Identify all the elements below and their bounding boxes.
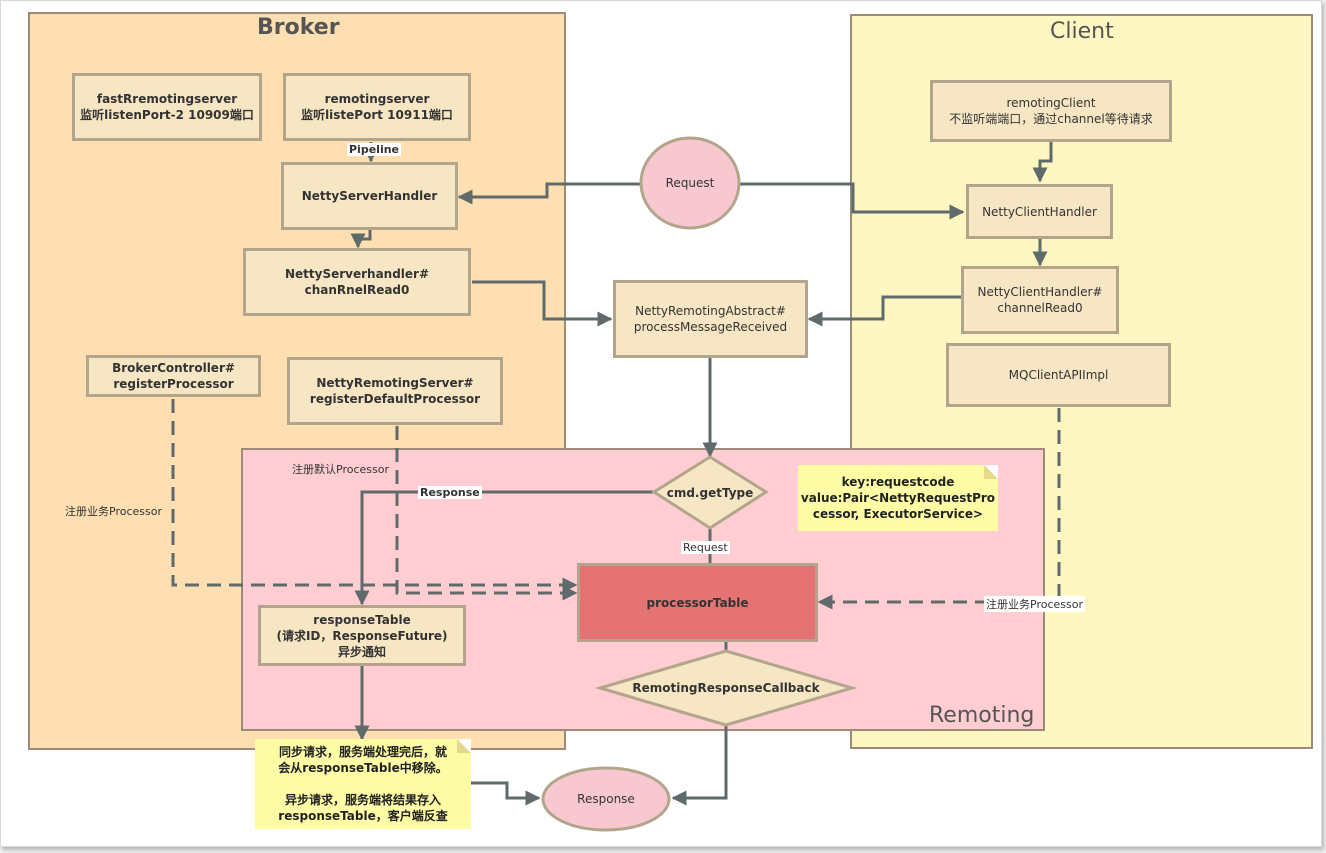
edge-client-read-to-abstract — [807, 295, 961, 327]
response-circle — [541, 766, 671, 832]
netty-client-handler-node: NettyClientHandler — [966, 184, 1113, 239]
edge-callback-to-response — [671, 726, 728, 806]
edge-note-to-response — [471, 781, 541, 806]
cmd-get-type-label: cmd.getType — [666, 485, 754, 500]
netty-remoting-server-node: NettyRemotingServer# registerDefaultProc… — [287, 357, 503, 425]
netty-server-handler-read-node: NettyServerhandler# chanRnelRead0 — [243, 248, 471, 316]
register-default-label: 注册默认Processor — [292, 463, 389, 476]
mq-client-api-node: MQClientAPIImpl — [946, 343, 1171, 407]
edge-remoting-server-register — [395, 426, 578, 601]
request-circle — [639, 136, 741, 230]
edge-request-to-server — [457, 182, 641, 205]
register-business-left-label: 注册业务Processor — [65, 505, 162, 518]
remoting-title: Remoting — [929, 703, 1035, 728]
response-circle-label: Response — [577, 792, 635, 806]
edge-remoting-client-to-handler — [1032, 142, 1053, 183]
edge-request-to-client — [739, 182, 965, 220]
pipeline-label: Pipeline — [347, 143, 401, 156]
register-business-right-label: 注册业务Processor — [984, 596, 1085, 612]
netty-remoting-abstract-node: NettyRemotingAbstract# processMessageRec… — [613, 280, 808, 358]
edge-broker-controller-register — [171, 399, 578, 593]
netty-client-handler-read-node: NettyClientHandler# channelRead0 — [961, 266, 1119, 334]
client-title: Client — [1050, 19, 1114, 44]
netty-server-handler-node: NettyServerHandler — [281, 162, 458, 230]
edge-mq-client-register — [817, 408, 1061, 610]
broker-title: Broker — [257, 15, 340, 40]
fast-remoting-server-node: fastRremotingserver 监听listenPort-2 10909… — [72, 73, 262, 141]
request-edge-label: Request — [681, 541, 730, 554]
broker-controller-node: BrokerController# registerProcessor — [86, 355, 261, 397]
processor-table-node: processorTable — [577, 563, 818, 642]
response-edge-label: Response — [418, 486, 482, 499]
cmd-get-type-diamond — [651, 455, 769, 530]
callback-label: RemotingResponseCallback — [632, 681, 820, 695]
request-circle-label: Request — [665, 176, 715, 190]
response-table-note: 同步请求，服务端处理完后，就 会从responseTable中移除。 异步请求，… — [255, 739, 471, 829]
edge-server-handler-to-read — [350, 230, 372, 249]
edge-server-read-to-abstract — [472, 280, 613, 327]
remoting-server-node: remotingserver 监听listePort 10911端口 — [283, 73, 471, 141]
processor-table-note: key:requestcode value:Pair<NettyRequestP… — [798, 465, 998, 531]
edge-cmd-to-response-table — [354, 490, 653, 606]
response-table-node: responseTable (请求ID，ResponseFuture) 异步通知 — [258, 605, 466, 666]
remoting-client-node: remotingClient 不监听端端口，通过channel等待请求 — [930, 80, 1172, 142]
callback-diamond — [594, 649, 858, 727]
